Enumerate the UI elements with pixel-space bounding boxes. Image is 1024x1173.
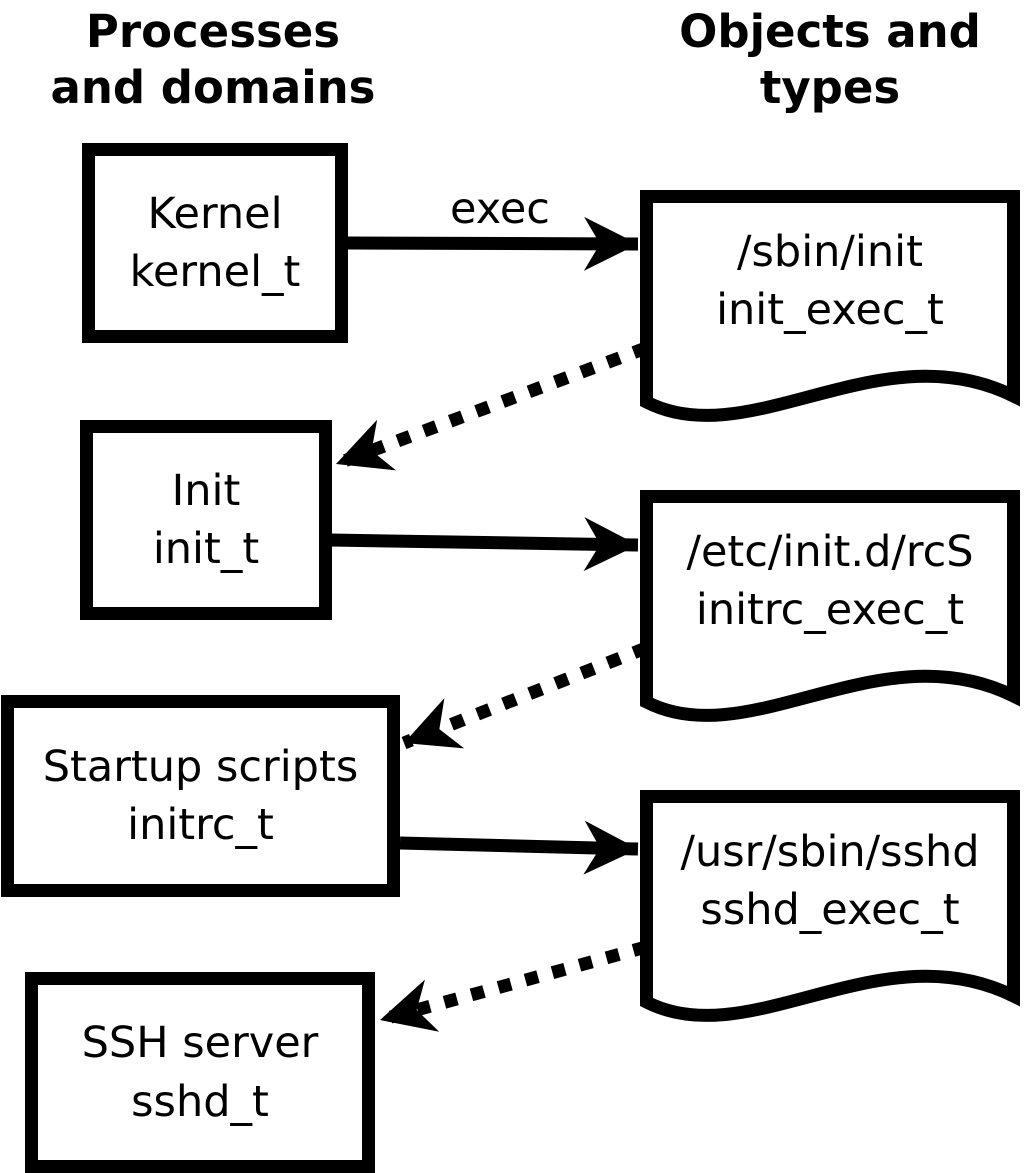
column-header-processes: Processes and domains (13, 4, 413, 116)
object-label-usr-sbin-sshd: /usr/sbin/sshd sshd_exec_t (640, 796, 1020, 966)
column-header-processes-line1: Processes (85, 5, 341, 58)
process-domain-type: sshd_t (131, 1076, 269, 1127)
column-header-objects: Objects and types (630, 4, 1024, 116)
object-file-type: init_exec_t (716, 285, 944, 335)
column-header-processes-line2: and domains (50, 60, 376, 114)
process-domain-type: kernel_t (129, 247, 301, 297)
document-shape-usr-sbin-sshd (640, 790, 1020, 1022)
process-name: Startup scripts (42, 741, 359, 792)
exec-arrow-label: exec (450, 184, 550, 234)
exec-arrow-init-to-rcs (329, 517, 639, 572)
process-box-init: Init init_t (80, 420, 332, 620)
process-domain-type: init_t (152, 524, 260, 574)
column-header-objects-line2: types (759, 60, 901, 114)
document-shape-sbin-init (640, 190, 1020, 422)
process-name: SSH server (81, 1018, 319, 1069)
transition-arrow-rcs-to-initrc-t (401, 641, 649, 750)
process-box-ssh-server: SSH server sshd_t (25, 972, 375, 1173)
object-path: /etc/init.d/rcS (686, 526, 974, 577)
process-box-startup-scripts: Startup scripts initrc_t (1, 695, 400, 897)
object-file-type: initrc_exec_t (695, 585, 965, 635)
exec-arrow-initrc-to-sshd (399, 820, 639, 875)
process-name: Kernel (147, 188, 283, 239)
object-label-etc-initd-rcs: /etc/init.d/rcS initrc_exec_t (640, 496, 1020, 666)
exec-arrow-kernel-to-sbin-init (347, 216, 639, 271)
object-path: /sbin/init (737, 226, 923, 277)
transition-arrow-sshd-to-sshd-t (378, 940, 648, 1032)
object-path: /usr/sbin/sshd (680, 826, 980, 877)
process-name: Init (171, 465, 241, 516)
object-label-sbin-init: /sbin/init init_exec_t (640, 196, 1020, 366)
process-box-kernel: Kernel kernel_t (82, 143, 348, 343)
object-file-type: sshd_exec_t (700, 885, 960, 935)
process-domain-type: initrc_t (127, 800, 274, 850)
transition-arrow-sbin-init-to-init-t (333, 341, 649, 471)
column-header-objects-line1: Objects and (679, 5, 981, 58)
document-shape-etc-initd-rcs (640, 490, 1020, 722)
